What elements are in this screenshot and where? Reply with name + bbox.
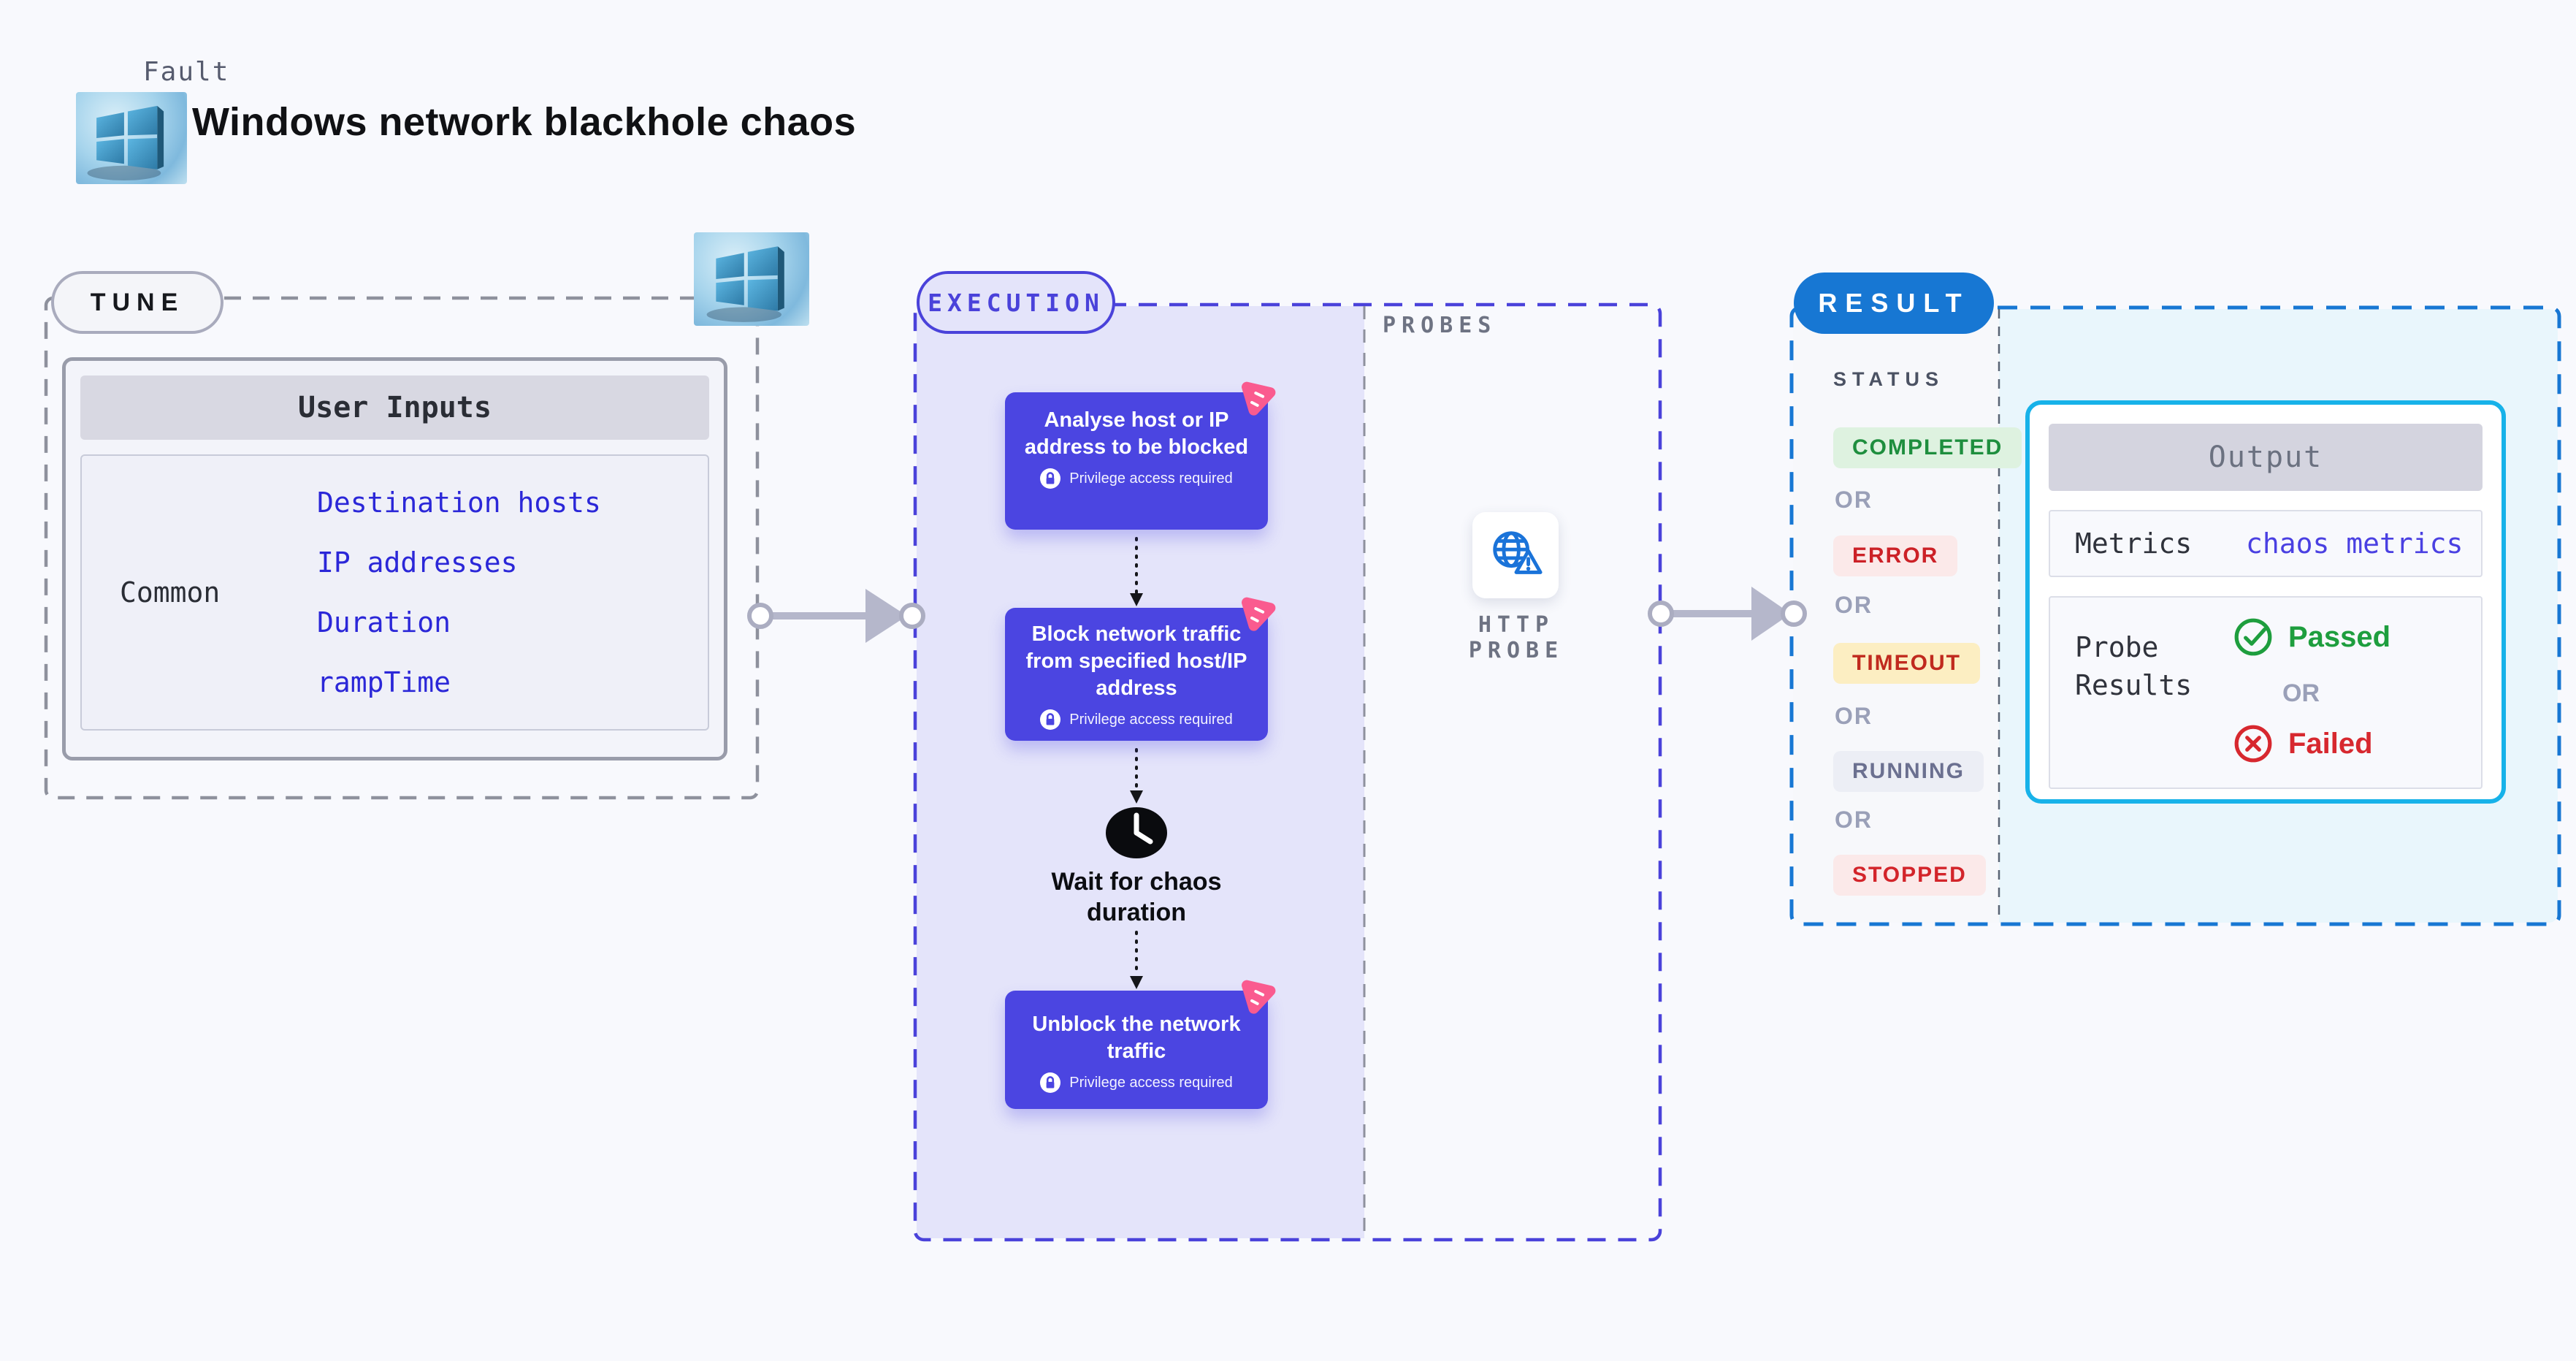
privilege-row: Privilege access required — [1005, 709, 1268, 730]
chaos-logo-icon — [1242, 381, 1276, 416]
status-badge-completed: COMPLETED — [1833, 427, 2022, 468]
tune-to-execution-arrow — [747, 589, 925, 643]
passed-verdict: Passed — [2233, 617, 2390, 657]
check-circle-icon — [2234, 618, 2272, 656]
result-pill: RESULT — [1794, 272, 1994, 334]
page-title: Windows network blackhole chaos — [192, 100, 857, 144]
user-inputs-table: Common Destination hosts IP addresses Du… — [80, 454, 709, 731]
http-probe-label: HTTP PROBE — [1468, 612, 1564, 663]
chaos-logo-icon — [1242, 597, 1276, 631]
step-analyse-host: Analyse host or IP address to be blocked… — [1005, 381, 1276, 530]
or-separator: OR — [1835, 592, 1873, 618]
step-unblock-traffic: Unblock the network traffic Privilege ac… — [1005, 980, 1276, 1109]
tune-pill: TUNE — [51, 271, 223, 334]
lock-icon — [1040, 709, 1061, 730]
input-link-duration[interactable]: Duration — [317, 606, 451, 638]
step-title: Analyse host or IP address to be blocked — [1024, 408, 1249, 459]
fault-kicker: Fault — [143, 57, 230, 87]
status-column-title: STATUS — [1833, 368, 1944, 390]
or-separator: OR — [2282, 679, 2320, 707]
probe-results-label: Probe Results — [2075, 631, 2193, 701]
lock-icon — [1040, 1072, 1061, 1093]
output-header: Output — [2049, 424, 2483, 491]
input-link-destination-hosts[interactable]: Destination hosts — [317, 487, 601, 519]
privilege-label: Privilege access required — [1069, 470, 1233, 487]
output-card: Output Metrics chaos metrics Probe Resul… — [2025, 400, 2506, 804]
chaos-metrics-link[interactable]: chaos metrics — [2246, 527, 2464, 560]
status-badge-running: RUNNING — [1833, 751, 1984, 792]
user-inputs-header: User Inputs — [80, 375, 709, 440]
status-badge-error: ERROR — [1833, 535, 1958, 576]
or-separator: OR — [1835, 487, 1873, 513]
metrics-label: Metrics — [2075, 527, 2193, 560]
probe-results-row: Probe Results Passed OR Failed — [2049, 596, 2483, 789]
x-circle-icon — [2234, 725, 2272, 763]
http-probe-card — [1472, 512, 1559, 598]
probes-to-result-arrow — [1648, 587, 1807, 641]
passed-label: Passed — [2288, 620, 2391, 653]
privilege-row: Privilege access required — [1005, 468, 1268, 489]
failed-verdict: Failed — [2233, 723, 2373, 764]
windows-logo — [76, 92, 187, 184]
input-link-ramptime[interactable]: rampTime — [317, 666, 451, 698]
metrics-row: Metrics chaos metrics — [2049, 510, 2483, 577]
user-input-links: Destination hosts IP addresses Duration … — [301, 456, 708, 729]
globe-alert-icon — [1493, 531, 1543, 574]
status-badge-timeout: TIMEOUT — [1833, 643, 1980, 684]
lock-icon — [1040, 468, 1061, 489]
step-title: Block network traffic from specified hos… — [1025, 622, 1247, 700]
privilege-label: Privilege access required — [1069, 1074, 1233, 1091]
step-title: Unblock the network traffic — [1032, 1013, 1241, 1063]
user-inputs-card: User Inputs Common Destination hosts IP … — [62, 357, 727, 760]
chaos-logo-icon — [1242, 980, 1276, 1014]
privilege-row: Privilege access required — [1005, 1072, 1268, 1093]
execution-pill: EXECUTION — [917, 271, 1115, 334]
step-block-traffic: Block network traffic from specified hos… — [1005, 597, 1276, 741]
failed-label: Failed — [2288, 727, 2373, 760]
result-status-background — [1793, 309, 1999, 923]
input-link-ip-addresses[interactable]: IP addresses — [317, 546, 518, 579]
privilege-label: Privilege access required — [1069, 711, 1233, 728]
status-badge-stopped: STOPPED — [1833, 855, 1986, 896]
or-separator: OR — [1835, 807, 1873, 833]
wait-step-label: Wait for chaos duration — [1051, 868, 1222, 926]
row-label-common: Common — [120, 576, 221, 609]
probes-zone-label: PROBES — [1383, 313, 1497, 338]
or-separator: OR — [1835, 703, 1873, 729]
windows-logo-small — [694, 232, 809, 326]
